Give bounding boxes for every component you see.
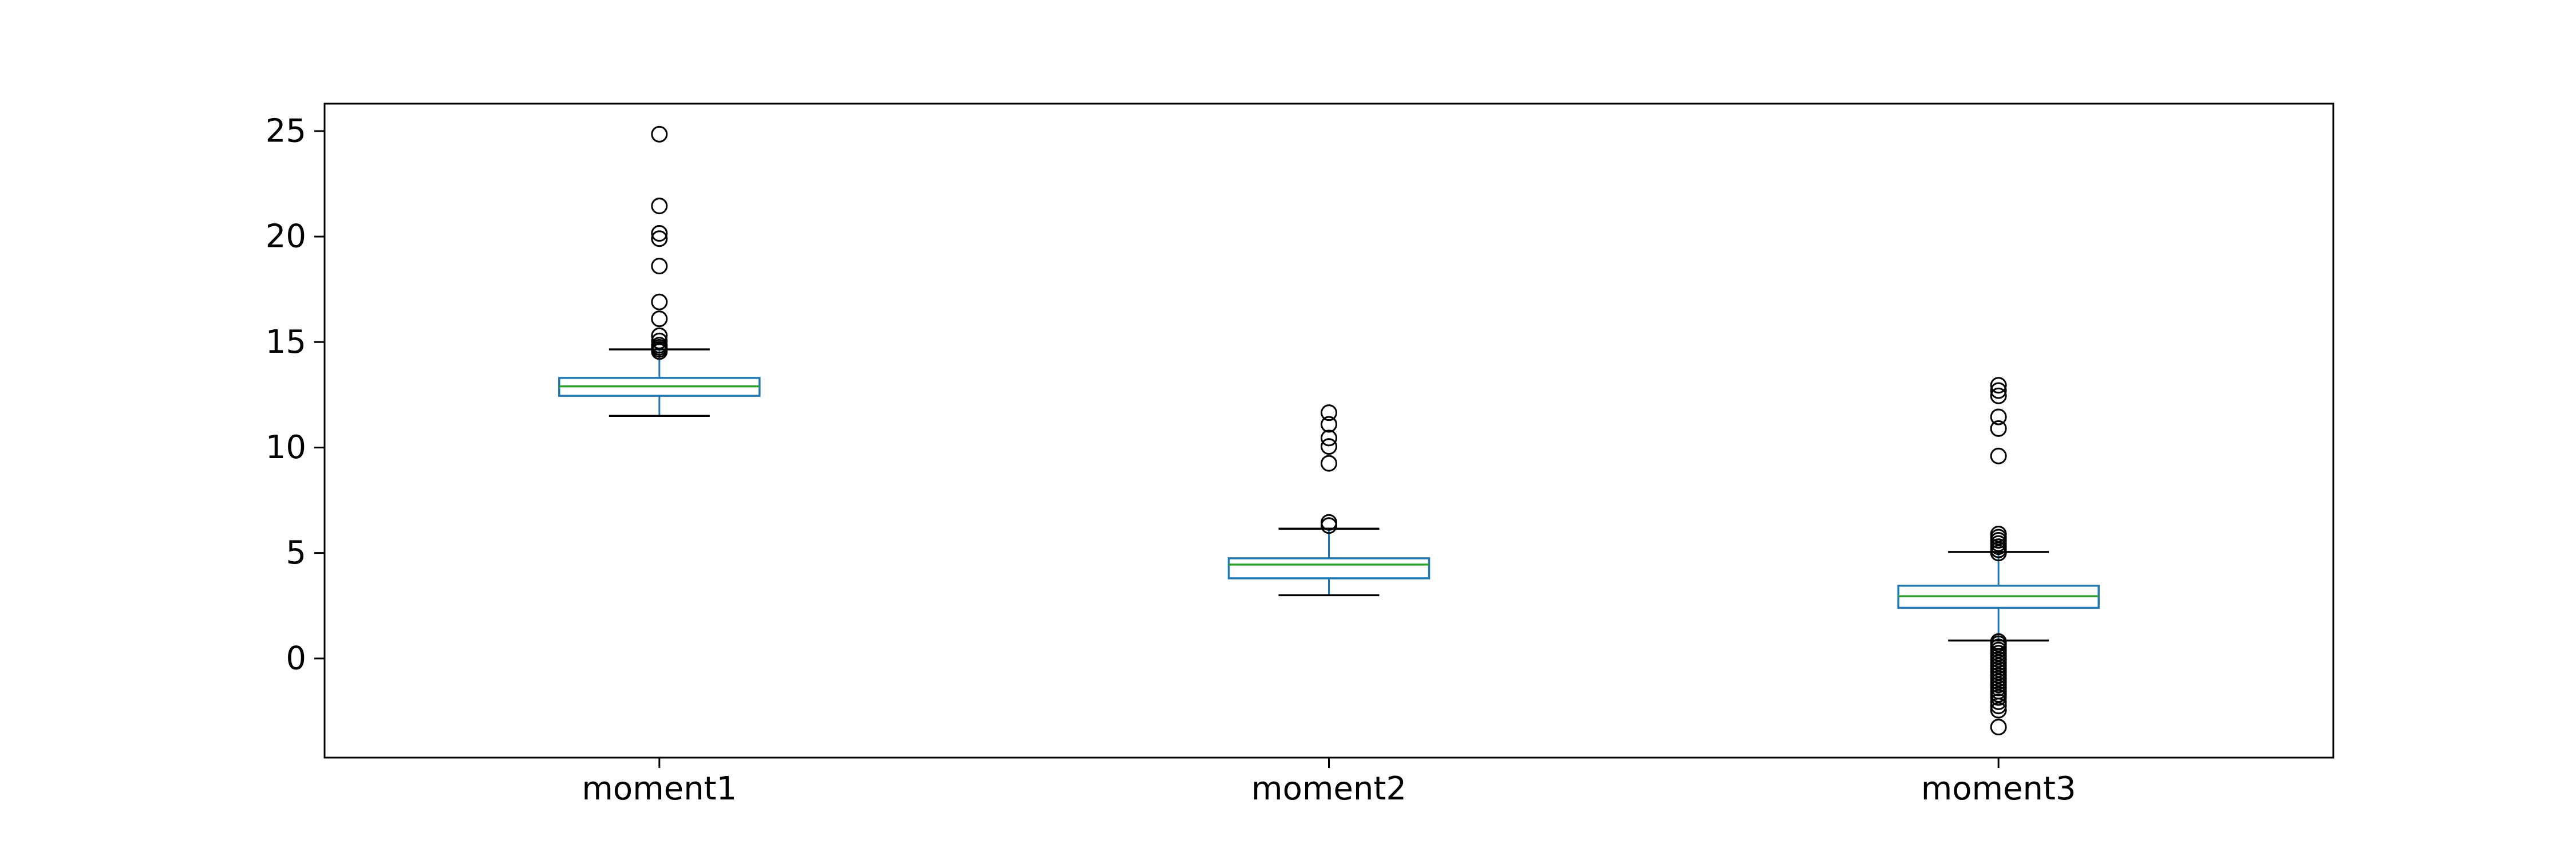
y-tick-label: 0: [286, 640, 306, 677]
outlier-point: [1321, 430, 1337, 447]
box-group-moment1: [558, 125, 761, 417]
iqr-box: [1227, 557, 1431, 580]
outlier-point: [1990, 633, 2007, 650]
axes: 0 5 10 15 20 25 moment1 moment2 moment3: [266, 112, 2076, 807]
y-tick-label: 25: [266, 112, 306, 149]
y-tick-label: 10: [266, 429, 306, 466]
outlier-point: [1990, 702, 2007, 719]
box-group-moment3: [1897, 377, 2100, 736]
outlier-point: [1990, 387, 2007, 404]
outlier-point: [1990, 526, 2007, 543]
outlier-point: [1990, 408, 2007, 425]
outlier-point: [1321, 514, 1337, 531]
outlier-point: [1321, 416, 1337, 433]
box-group-moment2: [1227, 404, 1431, 597]
x-tick-label: moment2: [1251, 770, 1406, 807]
outlier-point: [1990, 719, 2007, 736]
outlier-point: [1990, 382, 2007, 399]
outlier-point: [1990, 420, 2007, 437]
outlier-point: [1321, 404, 1337, 421]
outlier-point: [651, 327, 668, 344]
outlier-point: [651, 225, 668, 242]
outlier-point: [1321, 438, 1337, 455]
outlier-point: [651, 125, 668, 143]
outlier-point: [651, 293, 668, 310]
outlier-point: [651, 332, 668, 349]
y-tick-label: 15: [266, 324, 306, 361]
outlier-point: [1990, 693, 2007, 710]
outlier-point: [651, 198, 668, 215]
outlier-point: [1990, 447, 2007, 464]
outlier-point: [651, 230, 668, 247]
outlier-point: [651, 310, 668, 328]
plot-area: [558, 125, 2100, 736]
y-tick-label: 5: [286, 534, 306, 572]
x-tick-label: moment3: [1921, 770, 2076, 807]
x-tick-label: moment1: [582, 770, 737, 807]
outlier-point: [1990, 377, 2007, 394]
outlier-point: [651, 337, 668, 354]
y-tick-label: 20: [266, 218, 306, 255]
outlier-point: [1321, 455, 1337, 472]
outlier-point: [651, 258, 668, 275]
